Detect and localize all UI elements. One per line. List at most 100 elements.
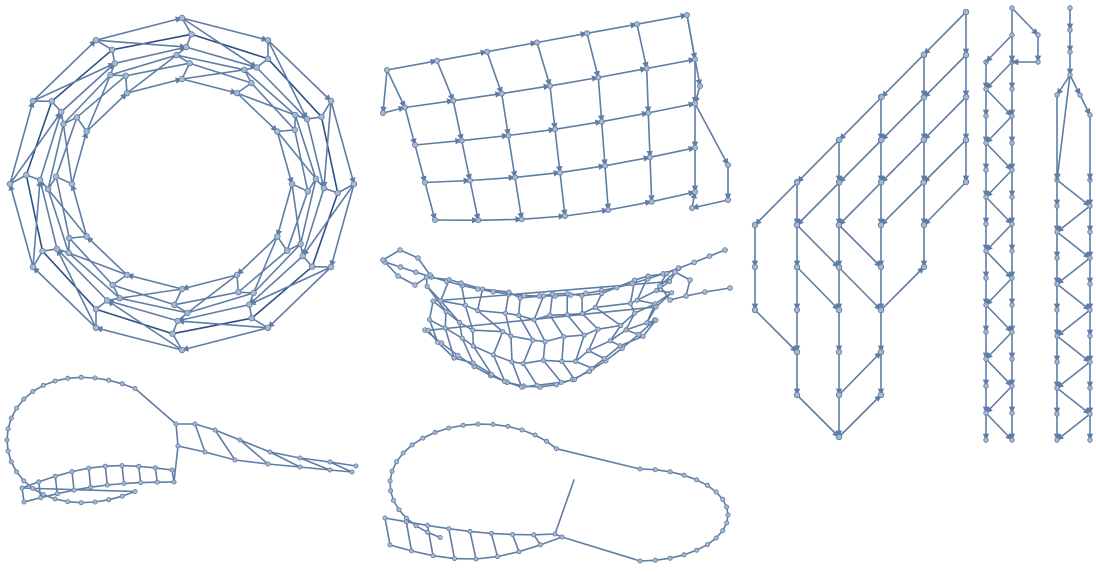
graph-edge: [587, 24, 637, 33]
graph-node: [236, 289, 242, 295]
graph-edge: [89, 466, 106, 468]
graph-node: [463, 303, 467, 307]
graph-node: [452, 356, 456, 360]
graph-edge: [453, 94, 501, 101]
graph-edge: [478, 311, 506, 314]
graph-node: [275, 129, 281, 135]
graph-node: [560, 535, 564, 539]
graph-edge: [648, 113, 650, 157]
graph-edge: [797, 183, 839, 226]
graph-edge: [1057, 336, 1090, 362]
graph-edge: [598, 69, 646, 78]
graph-node: [22, 397, 26, 401]
graph-edge: [1057, 362, 1090, 388]
graph-node: [20, 486, 24, 490]
graph-node: [565, 313, 569, 317]
graph-edge: [543, 342, 545, 361]
graph-edge: [470, 531, 476, 559]
graph-edge: [550, 294, 553, 315]
graph-edge: [562, 537, 640, 561]
graph-node: [963, 179, 968, 184]
graph-node: [5, 438, 9, 442]
graph-node: [1010, 276, 1015, 281]
graph-node: [108, 72, 114, 78]
graph-node: [725, 505, 729, 509]
graph-node: [836, 434, 841, 439]
graph-edge: [550, 86, 555, 129]
graph-node: [726, 513, 730, 517]
graph-node: [1088, 204, 1093, 209]
graph-node: [1088, 256, 1093, 261]
graph-node: [543, 339, 547, 343]
graph-node: [249, 80, 255, 86]
graph-node: [426, 328, 430, 332]
graph-edge: [470, 177, 515, 180]
graph-node: [53, 497, 57, 501]
graph-node: [475, 308, 479, 312]
graph-node: [460, 336, 464, 340]
graph-node: [170, 331, 176, 337]
graph-edge: [567, 315, 584, 335]
graph-edge: [89, 468, 91, 487]
graph-edge: [453, 101, 461, 141]
graph-node: [471, 361, 475, 365]
graph-node: [794, 222, 799, 227]
graph-node: [15, 470, 19, 474]
graph-node: [175, 318, 181, 324]
graph-edge: [139, 466, 156, 468]
teardrop-ladder-graph-panel: [5, 375, 358, 505]
graph-node: [509, 334, 513, 338]
graph-node: [388, 543, 392, 547]
graph-edge: [543, 360, 562, 361]
graph-node: [636, 332, 641, 337]
graph-edge: [534, 534, 555, 535]
graph-edge: [195, 424, 215, 430]
graph-edge: [650, 157, 652, 201]
graph-edge: [882, 98, 924, 141]
graph-node: [1068, 73, 1073, 78]
graph-edge: [839, 268, 881, 311]
graph-node: [553, 532, 557, 536]
graph-edge: [135, 389, 176, 425]
graph-edge: [1057, 232, 1090, 258]
graph-edge: [595, 303, 630, 307]
double-loop-ladder-graph-panel: [383, 422, 730, 563]
graph-node: [398, 248, 403, 253]
graph-node: [124, 90, 130, 96]
graph-edge: [882, 55, 924, 98]
graph-node: [510, 532, 514, 536]
graph-node: [120, 494, 124, 498]
graph-edge: [598, 78, 601, 122]
graph-edge: [174, 446, 178, 482]
graph-node: [1010, 87, 1015, 92]
graph-node: [189, 32, 195, 38]
graph-edge: [519, 298, 521, 315]
graph-edge: [986, 89, 1012, 116]
graph-edge: [560, 166, 605, 173]
graph-edge: [924, 12, 966, 55]
graph-node: [22, 479, 26, 483]
graph-node: [1068, 6, 1073, 11]
graph-edge: [595, 307, 620, 325]
graph-node: [517, 550, 521, 554]
graph-edge: [924, 97, 966, 140]
graph-node: [878, 264, 883, 269]
graph-node: [669, 291, 673, 295]
graph-node: [649, 199, 654, 204]
graph-edge: [839, 352, 881, 395]
graph-node: [596, 327, 600, 331]
graph-edge: [415, 145, 425, 183]
graph-node: [328, 98, 334, 104]
graph-edge: [881, 267, 924, 310]
graph-edge: [647, 69, 649, 113]
graph-node: [67, 235, 73, 241]
graph-node: [1010, 330, 1015, 335]
graph-node: [984, 195, 989, 200]
graph-node: [298, 456, 302, 460]
graph-node: [692, 189, 697, 194]
graph-node: [653, 558, 657, 562]
graph-edge: [650, 148, 695, 158]
graph-node: [61, 121, 67, 127]
graph-edge: [534, 296, 544, 320]
graph-node: [963, 94, 968, 99]
